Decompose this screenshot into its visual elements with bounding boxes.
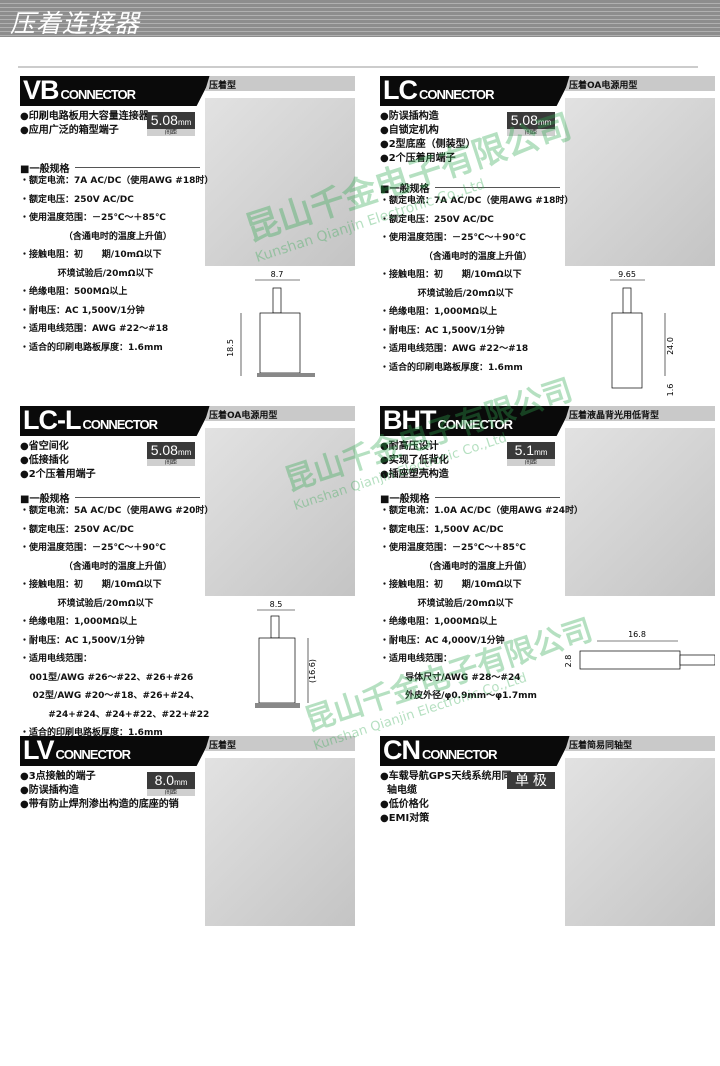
connector-type: 压着液晶背光用低背型 [565, 406, 715, 421]
feature-item: ●2型底座（侧装型） [380, 139, 476, 150]
page-header: 压着连接器 [0, 0, 720, 38]
connector-type: 压着简易同轴型 [565, 736, 715, 751]
feature-item: ●EMI对策 [380, 813, 430, 824]
pitch-badge: 单 极 [507, 772, 555, 789]
feature-list: ●车载导航GPS天线系统用同 轴电缆 ●低价格化 ●EMI对策 [380, 770, 511, 826]
svg-text:2.8: 2.8 [565, 655, 573, 668]
product-photo [565, 428, 715, 596]
feature-list: ●省空间化 ●低接插化 ●2个压着用端子 [20, 440, 96, 482]
feature-item: ●插座塑壳构造 [380, 469, 449, 480]
spec-list: ・额定电流：5A AC/DC（使用AWG #20时） ・额定电压：250V AC… [20, 506, 214, 738]
spec-list: ・额定电流：7A AC/DC（使用AWG #18时） ・额定电压：250V AC… [20, 176, 214, 353]
product-photo [205, 98, 355, 266]
feature-item: ●实现了低背化 [380, 455, 449, 466]
product-photo [565, 758, 715, 926]
feature-item: ●应用广泛的箱型端子 [20, 125, 119, 136]
feature-list: ●防误插构造 ●自锁定机构 ●2型底座（侧装型） ●2个压着用端子 [380, 110, 476, 166]
spec-heading: ■一般规格 [380, 490, 560, 505]
connector-type: 压着OA电源用型 [205, 406, 355, 421]
connector-type: 压着OA电源用型 [565, 76, 715, 91]
feature-list: ●耐高压设计 ●实现了低背化 ●插座塑壳构造 [380, 440, 449, 482]
spec-heading: ■一般规格 [20, 490, 200, 505]
dimension-diagram: 8.5 (16.6) [205, 598, 355, 722]
feature-item: ●省空间化 [20, 441, 69, 452]
feature-item: ●防误插构造 [20, 785, 79, 796]
feature-item: ●低价格化 [380, 799, 429, 810]
svg-text:24.0: 24.0 [666, 337, 675, 355]
dimension-diagram: 16.8 2.8 [564, 621, 716, 695]
dim-label: 8.7 [271, 270, 284, 279]
svg-text:9.65: 9.65 [618, 270, 636, 279]
feature-item: 轴电缆 [380, 785, 417, 796]
feature-item: ●印刷电路板用大容量连接器 [20, 111, 149, 122]
spec-heading: ■一般规格 [20, 160, 200, 175]
connector-type: 压着型 [205, 76, 355, 91]
feature-item: ●低接插化 [20, 455, 69, 466]
page-title: 压着连接器 [10, 9, 141, 38]
svg-text:1.6: 1.6 [666, 384, 675, 397]
feature-item: ●3点接触的端子 [20, 771, 96, 782]
product-photo [565, 98, 715, 266]
svg-text:16.8: 16.8 [628, 630, 646, 639]
feature-item: ●带有防止焊剂渗出构造的底座的销 [20, 799, 179, 810]
feature-item: ●2个压着用端子 [20, 469, 96, 480]
spec-list: ・额定电流：7A AC/DC（使用AWG #18时） ・额定电压：250V AC… [380, 196, 574, 373]
svg-text:8.5: 8.5 [270, 600, 283, 609]
feature-item: ●自锁定机构 [380, 125, 439, 136]
svg-text:(16.6): (16.6) [308, 659, 317, 683]
divider [18, 66, 698, 68]
feature-item: ●防误插构造 [380, 111, 439, 122]
feature-list: ●3点接触的端子 ●防误插构造 ●带有防止焊剂渗出构造的底座的销 [20, 770, 179, 812]
dim-label: 18.5 [226, 339, 235, 357]
feature-list: ●印刷电路板用大容量连接器 ●应用广泛的箱型端子 [20, 110, 149, 138]
spec-heading: ■一般规格 [380, 180, 560, 195]
feature-item: ●耐高压设计 [380, 441, 439, 452]
feature-item: ●车载导航GPS天线系统用同 [380, 771, 512, 782]
connector-type: 压着型 [205, 736, 355, 751]
product-photo [205, 758, 355, 926]
feature-item: ●2个压着用端子 [380, 153, 456, 164]
product-photo [205, 428, 355, 596]
dimension-diagram: 9.65 24.0 1.6 [565, 268, 715, 402]
dimension-diagram: 8.7 18.5 [205, 268, 355, 392]
spec-list: ・额定电流：1.0A AC/DC（使用AWG #24时） ・额定电压：1,500… [380, 506, 584, 701]
